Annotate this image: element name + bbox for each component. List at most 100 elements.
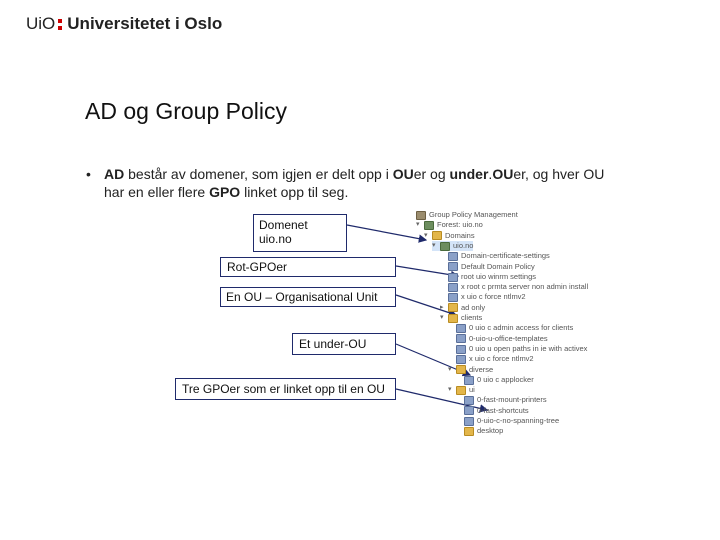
gpo-icon xyxy=(456,324,466,334)
gpo-icon xyxy=(464,375,474,385)
arrow-root-gpo xyxy=(395,265,460,279)
gpo-icon xyxy=(448,282,458,292)
callout-domain: Domenet uio.no xyxy=(253,214,347,252)
tree-item[interactable]: 0-uio-u-office-templates xyxy=(448,334,548,345)
expander-icon[interactable]: ▾ xyxy=(448,365,452,373)
tree-item-label: x root c prmta server non admin install xyxy=(461,282,589,292)
bullet-text: AD består av domener, som igjen er delt … xyxy=(104,165,606,201)
expander-icon[interactable]: ▸ xyxy=(440,303,444,311)
tree-item[interactable]: 0 uio u open paths in ie with activex xyxy=(448,344,587,355)
tree-item-label: Domains xyxy=(445,230,475,240)
tree-item[interactable]: ▾ clients xyxy=(440,313,482,324)
bullet-segment: linket opp til seg. xyxy=(240,184,349,200)
logo-colon-icon xyxy=(58,18,63,30)
tree-item-label: x uio c force ntlmv2 xyxy=(469,354,534,364)
tree-item[interactable]: 0 uio c admin access for clients xyxy=(448,323,573,334)
tree-item[interactable]: x uio c force ntlmv2 xyxy=(448,354,534,365)
tree-item[interactable]: ▾ ui xyxy=(448,385,475,396)
tree-item[interactable]: 0-uio-c-no-spanning-tree xyxy=(456,416,559,427)
tree-item-label: ui xyxy=(469,385,475,395)
root-icon xyxy=(416,210,426,220)
tree-item-label: diverse xyxy=(469,364,494,374)
expander-icon[interactable]: ▾ xyxy=(432,241,436,249)
callout-sub-ou: Et under-OU xyxy=(292,333,396,355)
gpo-icon xyxy=(464,396,474,406)
tree-item[interactable]: Default Domain Policy xyxy=(440,262,535,273)
tree-item-label: 0-uio-c-no-spanning-tree xyxy=(477,416,560,425)
logo-short: UiO xyxy=(26,14,56,33)
forest-icon xyxy=(424,221,434,231)
tree-item[interactable]: ▾Forest: uio.no xyxy=(416,220,483,231)
tree-item-label: x uio c force ntlmv2 xyxy=(461,292,526,302)
gpo-icon xyxy=(448,272,458,282)
bullet-point: • AD består av domener, som igjen er del… xyxy=(86,165,606,201)
expander-icon[interactable]: ▾ xyxy=(448,386,452,394)
tree-item[interactable]: x root c prmta server non admin install xyxy=(440,282,588,293)
gpo-icon xyxy=(456,344,466,354)
tree-item-label: 0 uio c applocker xyxy=(477,374,534,384)
bullet-segment: OU xyxy=(392,166,414,182)
callout-root-gpo: Rot-GPOer xyxy=(220,257,396,277)
tree-item-label: Default Domain Policy xyxy=(461,261,535,271)
tree-item[interactable]: x uio c force ntlmv2 xyxy=(440,292,526,303)
folder-icon xyxy=(456,385,466,395)
tree-item[interactable]: 0 uio c applocker xyxy=(456,375,534,386)
tree-item[interactable]: ▾ uio.no xyxy=(432,240,474,252)
gpo-icon xyxy=(448,293,458,303)
bullet-segment: er, og hver OU har en eller flere xyxy=(104,166,605,200)
tree-item[interactable]: ▾ Domains xyxy=(424,231,475,242)
callout-three-gpo: Tre GPOer som er linket opp til en OU xyxy=(175,378,396,400)
expander-icon[interactable]: ▾ xyxy=(416,221,420,229)
gpo-icon xyxy=(456,354,466,364)
domain-icon xyxy=(440,241,450,251)
callout-domain-line2: uio.no xyxy=(259,232,292,246)
callout-ou: En OU – Organisational Unit xyxy=(220,287,396,307)
bullet-segment: GPO xyxy=(209,184,241,200)
tree-item-label: uio.no xyxy=(453,240,474,250)
folder-icon xyxy=(432,231,442,241)
callout-domain-line1: Domenet xyxy=(259,218,308,232)
expander-icon[interactable]: ▾ xyxy=(424,231,428,239)
tree-item-label: Group Policy Management xyxy=(429,210,518,219)
uio-logo: UiO Universitetet i Oslo xyxy=(26,13,222,35)
expander-icon[interactable]: ▾ xyxy=(440,314,444,321)
arrow-domain xyxy=(346,224,428,243)
slide-title: AD og Group Policy xyxy=(85,98,287,124)
folder-icon xyxy=(456,365,466,375)
gpm-tree-screenshot: Group Policy Management▾Forest: uio.no▾D… xyxy=(408,210,608,446)
bullet-segment: . xyxy=(488,166,493,182)
tree-item[interactable]: ▾ diverse xyxy=(448,365,493,376)
folder-icon xyxy=(448,303,458,313)
folder-icon xyxy=(448,313,458,323)
bullet-segment: OU xyxy=(492,166,514,182)
tree-item-label: 0 uio c admin access for clients xyxy=(469,323,574,333)
tree-item-label: clients xyxy=(461,313,483,322)
tree-item[interactable]: 0-fast-shortcuts xyxy=(456,406,529,417)
tree-item-label: desktop xyxy=(477,426,504,436)
tree-item[interactable]: Group Policy Management xyxy=(408,210,518,221)
logo-name: Universitetet i Oslo xyxy=(67,14,223,33)
gpo-icon xyxy=(448,262,458,272)
bullet-segment: er og xyxy=(413,166,450,182)
tree-item-label: 0 uio u open paths in ie with activex xyxy=(469,343,588,353)
tree-item[interactable]: root uio winrm settings xyxy=(440,272,536,283)
tree-item[interactable]: ▸ ad only xyxy=(440,303,485,314)
tree-item-label: 0-fast-shortcuts xyxy=(477,405,529,415)
tree-item-label: 0-fast-mount-printers xyxy=(477,395,547,405)
tree-item[interactable]: desktop xyxy=(456,426,503,437)
bullet-segment: består av domener, som igjen er delt opp… xyxy=(124,166,393,182)
tree-item-label: ad only xyxy=(461,302,486,312)
bullet-segment: under xyxy=(449,166,489,182)
tree-item-label: root uio winrm settings xyxy=(461,271,537,281)
gpo-icon xyxy=(448,251,458,261)
tree-item-label: Domain-certificate-settings xyxy=(461,251,550,261)
arrow-ou xyxy=(395,294,458,317)
gpo-icon xyxy=(464,406,474,416)
tree-item-label: 0-uio-u-office-templates xyxy=(469,333,548,343)
bullet-glyph: • xyxy=(86,166,91,182)
tree-item[interactable]: 0-fast-mount-printers xyxy=(456,395,547,406)
gpo-icon xyxy=(464,416,474,426)
tree-item[interactable]: Domain-certificate-settings xyxy=(440,251,550,262)
bullet-segment: AD xyxy=(104,166,125,182)
